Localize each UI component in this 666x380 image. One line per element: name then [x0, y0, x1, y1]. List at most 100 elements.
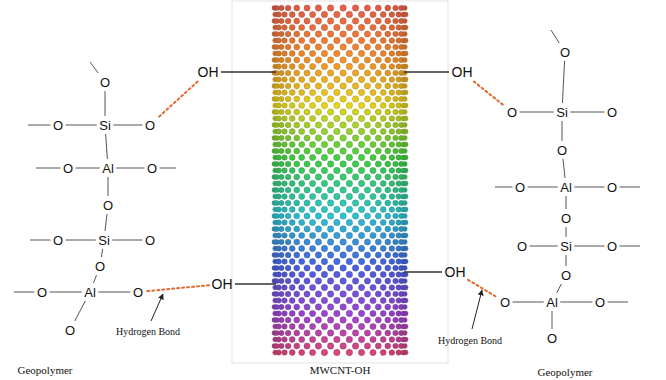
carbon-atom [364, 343, 370, 349]
carbon-atom [327, 109, 333, 115]
carbon-atom [385, 18, 391, 24]
carbon-atom [289, 337, 295, 343]
carbon-atom [282, 155, 288, 161]
carbon-atom [294, 70, 300, 76]
carbon-atom [327, 135, 333, 141]
hydroxyl-bond [221, 71, 276, 72]
hydroxyl-bond [235, 283, 276, 284]
carbon-atom [385, 109, 391, 115]
carbon-atom [393, 109, 399, 115]
carbon-atom [289, 324, 295, 330]
carbon-atom [289, 64, 295, 70]
carbon-atom [364, 226, 370, 232]
carbon-atom [402, 71, 407, 76]
bond-lines [14, 30, 640, 329]
carbon-atom [375, 96, 381, 102]
carbon-atom [276, 64, 281, 69]
carbon-atom [402, 58, 407, 63]
carbon-atom [403, 51, 408, 56]
carbon-atom [304, 83, 310, 89]
carbon-atom [321, 180, 327, 186]
hydroxyl-label: OH [445, 264, 466, 280]
carbon-atom [315, 265, 321, 271]
carbon-atom [315, 31, 321, 37]
carbon-atom [380, 220, 386, 226]
carbon-atom [334, 245, 340, 251]
carbon-atom [282, 298, 288, 304]
carbon-atom [389, 38, 395, 44]
carbon-atom [321, 63, 327, 69]
carbon-atom [346, 154, 352, 160]
carbon-atom [334, 154, 340, 160]
carbon-atom [403, 246, 408, 251]
carbon-atom [321, 76, 327, 82]
carbon-atom [282, 194, 288, 200]
carbon-atom [403, 168, 408, 173]
carbon-atom [289, 103, 295, 109]
carbon-atom [352, 135, 358, 141]
carbon-atom [389, 298, 395, 304]
carbon-atom [304, 304, 310, 310]
carbon-atom [396, 103, 401, 108]
bond-line [28, 125, 50, 126]
carbon-atom [309, 50, 315, 56]
carbon-atom [358, 154, 364, 160]
carbon-atom [282, 311, 288, 317]
carbon-atom [402, 344, 407, 349]
carbon-atom [402, 149, 407, 154]
carbon-atom [321, 310, 327, 316]
carbon-atom [315, 343, 321, 349]
carbon-atom [282, 38, 288, 44]
carbon-atom [334, 297, 340, 303]
carbon-atom [402, 188, 407, 193]
carbon-atom [276, 12, 281, 17]
carbon-atom [279, 291, 284, 296]
carbon-atom [276, 272, 281, 277]
carbon-atom [315, 135, 321, 141]
carbon-atom [403, 103, 408, 108]
carbon-atom [294, 213, 300, 219]
carbon-atom [402, 175, 407, 180]
carbon-atom [370, 11, 376, 17]
carbon-atom [393, 57, 399, 63]
bond-line [98, 292, 130, 293]
carbon-atom [389, 155, 395, 161]
atom-symbol: O [547, 331, 557, 346]
carbon-atom [396, 155, 401, 160]
carbon-atom [352, 226, 358, 232]
carbon-atom [380, 207, 386, 213]
carbon-atom [279, 317, 284, 322]
carbon-atom [304, 226, 310, 232]
carbon-atom [321, 89, 327, 95]
carbon-atom [285, 200, 291, 206]
carbon-atom [299, 245, 305, 251]
hydrogen-bond-dotted [468, 280, 497, 298]
carbon-atom [327, 18, 333, 24]
carbon-atom [304, 252, 310, 258]
carbon-atom [334, 180, 340, 186]
carbon-atom [340, 330, 346, 336]
hydrogen-bond-label: Hydrogen Bond [116, 326, 180, 337]
carbon-atom [276, 298, 281, 303]
carbon-atom [315, 70, 321, 76]
carbon-atom [340, 148, 346, 154]
carbon-atom [309, 336, 315, 342]
hydroxyl-label: OH [452, 64, 473, 80]
carbon-atom [393, 200, 399, 206]
bond-line [566, 255, 567, 266]
carbon-atom [285, 18, 291, 24]
carbon-atom [393, 278, 399, 284]
carbon-atom [279, 239, 284, 244]
carbon-atom [304, 330, 310, 336]
carbon-atom [389, 311, 395, 317]
carbon-atom [370, 245, 376, 251]
carbon-atom [334, 193, 340, 199]
carbon-atom [327, 57, 333, 63]
carbon-atom [396, 246, 401, 251]
carbon-atom [304, 31, 310, 37]
carbon-atom [352, 5, 358, 11]
carbon-atom [285, 226, 291, 232]
carbon-atom [299, 11, 305, 17]
carbon-atom [375, 343, 381, 349]
